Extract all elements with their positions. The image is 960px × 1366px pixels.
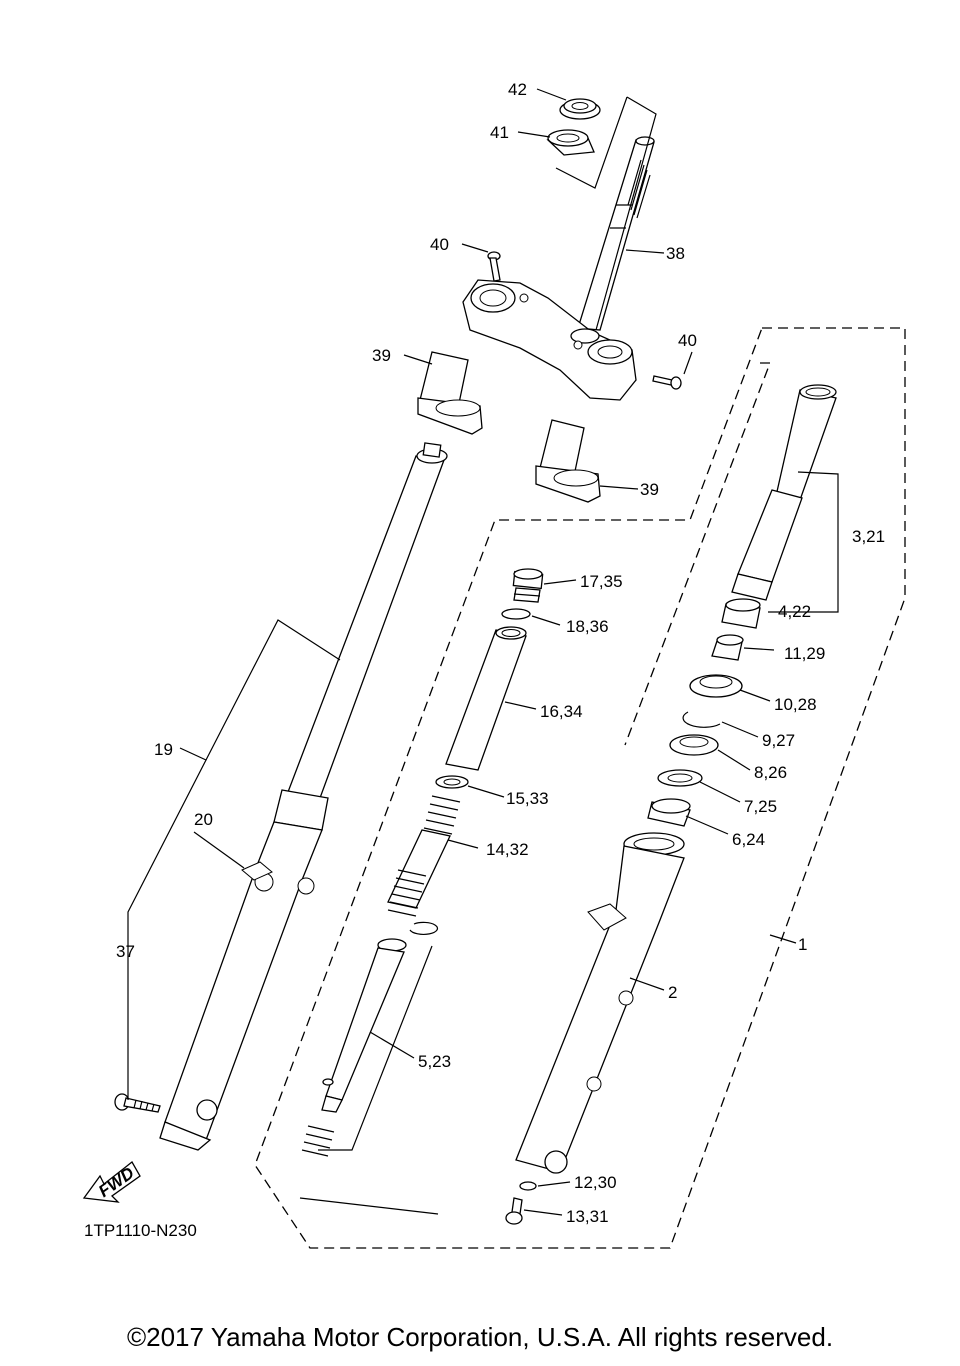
spacer-16-34 xyxy=(445,626,527,771)
slide-metal-6-24 xyxy=(647,798,691,827)
fork-spring-14-32 xyxy=(387,795,461,917)
stem-bracket-left xyxy=(555,96,628,189)
callout-7-25: 7,25 xyxy=(744,797,777,816)
diagram-code: 1TP1110-N230 xyxy=(84,1221,197,1240)
callout-39-left: 39 xyxy=(372,346,391,365)
steering-stem-38 xyxy=(577,136,655,331)
ring-nut-42 xyxy=(559,98,601,120)
washer-41 xyxy=(546,129,595,156)
bushing-4-22 xyxy=(721,598,761,629)
forward-arrow-icon: FWD xyxy=(82,1161,141,1203)
copyright-notice: ©2017 Yamaha Motor Corporation, U.S.A. A… xyxy=(126,1322,834,1352)
callout-14-32: 14,32 xyxy=(486,840,529,859)
callout-17-35: 17,35 xyxy=(580,572,623,591)
callout-9-27: 9,27 xyxy=(762,731,795,750)
callout-10-28: 10,28 xyxy=(774,695,817,714)
callout-13-31: 13,31 xyxy=(566,1207,609,1226)
bolt-40-upper xyxy=(487,251,501,282)
callout-8-26: 8,26 xyxy=(754,763,787,782)
gasket-12-30 xyxy=(519,1181,537,1191)
under-bracket xyxy=(462,279,637,401)
oil-seal-8-26 xyxy=(669,734,719,756)
retaining-clip-9-27 xyxy=(682,711,721,728)
callout-16-34: 16,34 xyxy=(540,702,583,721)
callout-40-upper: 40 xyxy=(430,235,449,254)
washer-15-33 xyxy=(435,775,469,789)
callout-6-24: 6,24 xyxy=(732,830,765,849)
callout-19: 19 xyxy=(154,740,173,759)
fork-assembly-19 xyxy=(159,442,448,1151)
callout-37: 37 xyxy=(116,942,135,961)
callout-3-21: 3,21 xyxy=(852,527,885,546)
leader-lines xyxy=(127,88,839,1216)
washer-7-25 xyxy=(657,769,703,787)
snap-ring xyxy=(409,921,439,936)
callout-4-22: 4,22 xyxy=(778,602,811,621)
rebound-spring xyxy=(301,1125,335,1157)
o-ring-18-36 xyxy=(501,608,531,620)
callout-5-23: 5,23 xyxy=(418,1052,451,1071)
assembly-outline-1 xyxy=(254,327,906,1249)
callout-2: 2 xyxy=(668,983,677,1002)
callout-18-36: 18,36 xyxy=(566,617,609,636)
callout-11-29: 11,29 xyxy=(784,644,825,663)
callout-12-30: 12,30 xyxy=(574,1173,617,1192)
callout-42: 42 xyxy=(508,80,527,99)
callout-39-right: 39 xyxy=(640,480,659,499)
callout-20: 20 xyxy=(194,810,213,829)
bushing-11-29 xyxy=(711,634,744,661)
callout-15-33: 15,33 xyxy=(506,789,549,808)
callout-38: 38 xyxy=(666,244,685,263)
callout-1: 1 xyxy=(798,935,807,954)
outer-tube-2 xyxy=(515,832,685,1174)
bolt-13-31 xyxy=(505,1197,523,1225)
bolt-37 xyxy=(114,1093,161,1113)
fork-cover-39-left xyxy=(417,351,483,435)
cap-bolt-17-35 xyxy=(512,568,544,603)
bolt-40-right xyxy=(652,375,682,390)
callout-40-right: 40 xyxy=(678,331,697,350)
fork-cover-39-right xyxy=(535,419,601,503)
inner-tube-3-21 xyxy=(731,384,837,601)
damper-rod-5-23 xyxy=(321,938,407,1113)
assembly-outline-3-21 xyxy=(624,362,771,746)
dust-seal-10-28 xyxy=(689,674,743,698)
stem-bracket-line xyxy=(595,96,657,331)
callout-41: 41 xyxy=(490,123,509,142)
